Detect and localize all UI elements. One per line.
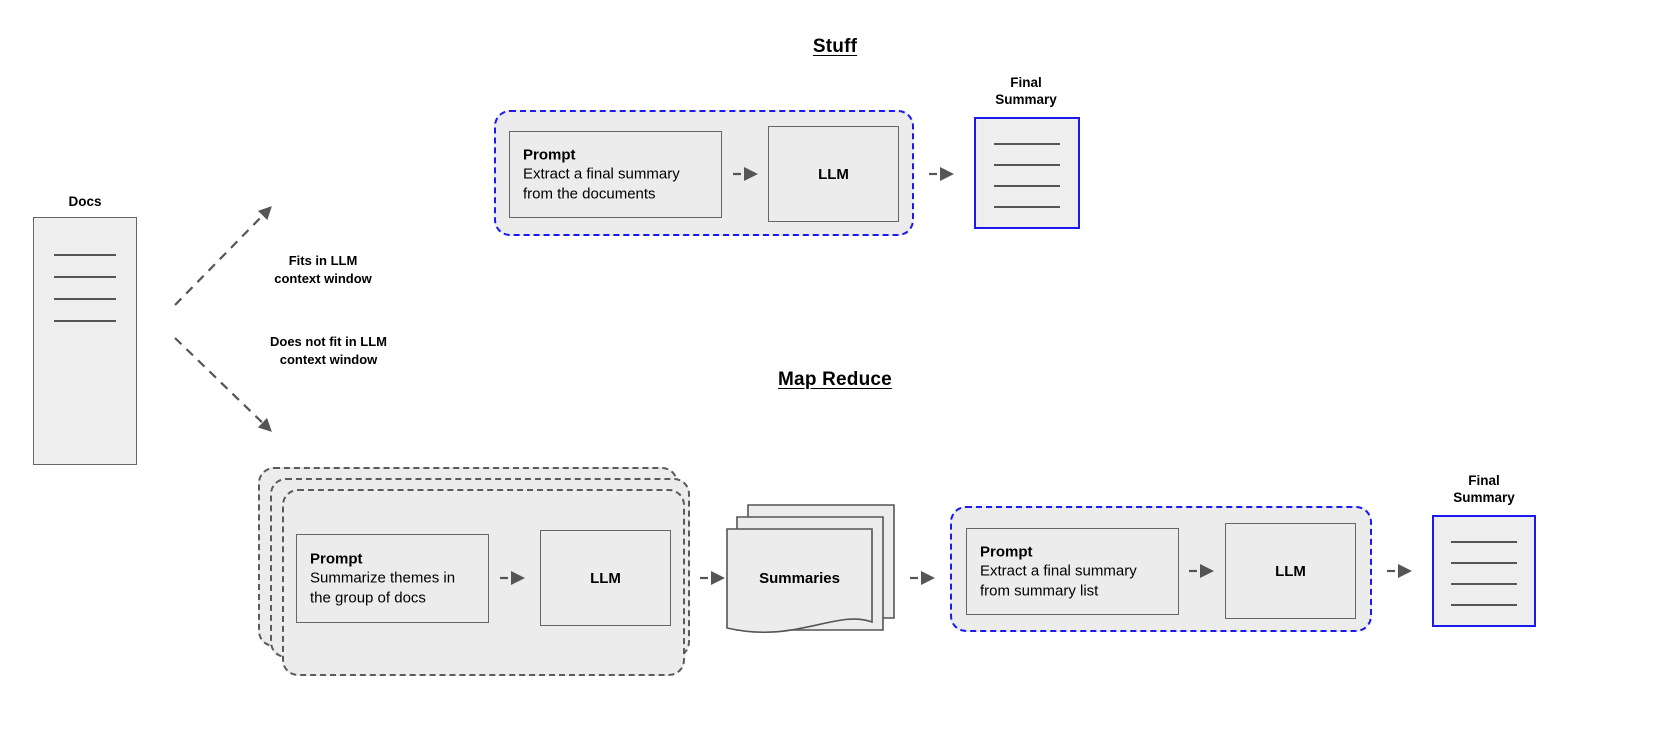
docs-text-line (54, 254, 116, 256)
docs-text-line (54, 320, 116, 322)
arrow-right-icon (929, 167, 954, 181)
map-final-summary-box[interactable] (1432, 515, 1536, 627)
summary-text-line (994, 206, 1060, 208)
stuff-prompt-card[interactable]: Prompt Extract a final summary from the … (509, 131, 722, 218)
arrow-right-icon (1189, 564, 1214, 578)
docs-label: Docs (68, 194, 102, 209)
prompt-line-2: the group of docs (310, 589, 426, 606)
map-prompt-card[interactable]: Prompt Summarize themes in the group of … (296, 534, 489, 623)
edge-label-does-not-fit: Does not fit in LLM context window (186, 333, 471, 369)
prompt-title: Prompt (310, 550, 363, 567)
prompt-line-2: from summary list (980, 582, 1099, 599)
prompt-line-1: Extract a final summary (980, 562, 1137, 579)
edge-label-fits: Fits in LLM context window (188, 252, 458, 288)
arrow-right-icon (1387, 564, 1412, 578)
arrow-right-icon (733, 167, 758, 181)
prompt-line-2: from the documents (523, 185, 656, 202)
summary-text-line (994, 143, 1060, 145)
summaries-stack[interactable] (726, 500, 906, 640)
final-summary-line1: Final (1010, 75, 1042, 90)
summary-text-line (994, 185, 1060, 187)
edge-label-fits-line2: context window (274, 271, 372, 286)
final-summary-line2: Summary (995, 92, 1057, 107)
docs-box[interactable] (33, 217, 137, 465)
reduce-llm-card[interactable]: LLM (1225, 523, 1356, 619)
final-summary-line2: Summary (1453, 490, 1515, 505)
summary-text-line (994, 164, 1060, 166)
prompt-line-1: Extract a final summary (523, 165, 680, 182)
edge-label-nofit-line2: context window (279, 352, 378, 367)
final-summary-line1: Final (1468, 473, 1500, 488)
prompt-title: Prompt (980, 543, 1033, 560)
llm-label: LLM (590, 569, 621, 587)
edge-label-nofit-line1: Does not fit in LLM (270, 334, 387, 349)
summaries-label: Summaries (759, 570, 840, 587)
section-title-stuff: Stuff (812, 36, 858, 57)
reduce-prompt-card[interactable]: Prompt Extract a final summary from summ… (966, 528, 1179, 615)
section-title-map-reduce: Map Reduce (778, 369, 892, 390)
arrow-right-icon (700, 571, 725, 585)
map-final-summary-label: Final Summary (1420, 472, 1548, 506)
prompt-title: Prompt (523, 146, 576, 163)
arrow-right-icon (500, 571, 525, 585)
docs-text-line (54, 298, 116, 300)
stuff-llm-card[interactable]: LLM (768, 126, 899, 222)
docs-text-line (54, 276, 116, 278)
map-llm-card[interactable]: LLM (540, 530, 671, 626)
llm-label: LLM (818, 165, 849, 183)
arrow-right-icon (910, 571, 935, 585)
edge-label-fits-line1: Fits in LLM (288, 253, 358, 268)
summary-text-line (1451, 604, 1517, 606)
prompt-line-1: Summarize themes in (310, 569, 456, 586)
summary-text-line (1451, 541, 1517, 543)
summary-text-line (1451, 562, 1517, 564)
summary-text-line (1451, 583, 1517, 585)
stuff-final-summary-label: Final Summary (962, 74, 1090, 108)
llm-label: LLM (1275, 562, 1306, 580)
stuff-final-summary-box[interactable] (974, 117, 1080, 229)
